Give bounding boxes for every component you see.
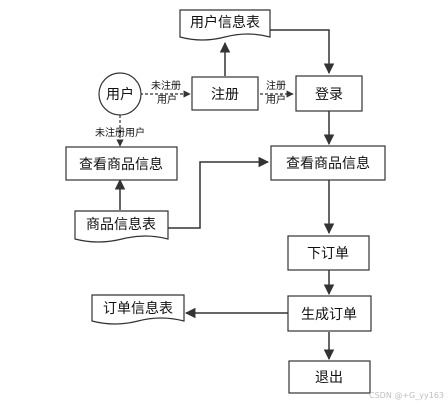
node-view-goods-left: 查看商品信息 [65, 146, 178, 181]
edge-label-unregistered-user-down: 未注册用户 [95, 126, 145, 139]
node-create-order-label: 生成订单 [301, 307, 357, 323]
node-exit: 退出 [288, 360, 371, 394]
document-shape [91, 294, 185, 325]
edge-goods-table-to-view-goods-main [168, 156, 270, 229]
circle-shape [98, 72, 142, 116]
node-place-order: 下订单 [287, 235, 370, 271]
watermark-text: CSDN @+G_yy163 [369, 391, 444, 400]
node-view-goods-left-label: 查看商品信息 [79, 156, 163, 173]
node-user-table-label: 用户信息表 [190, 14, 260, 31]
rect-shape [287, 295, 372, 332]
node-view-goods-main: 查看商品信息 [270, 145, 386, 181]
node-register-label: 注册 [211, 87, 239, 103]
node-login-label: 登录 [315, 87, 343, 103]
rect-shape [288, 360, 371, 394]
document-shape [179, 9, 271, 41]
edge-label-registered: 注册 [266, 79, 286, 92]
node-user-label: 用户 [106, 86, 134, 103]
node-exit-label: 退出 [315, 370, 343, 386]
node-user-table: 用户信息表 [179, 9, 271, 41]
rect-shape [65, 146, 178, 181]
node-place-order-label: 下订单 [307, 246, 349, 262]
node-order-table-label: 订单信息表 [103, 300, 173, 317]
rect-shape [191, 76, 259, 111]
rect-shape [270, 145, 386, 181]
rect-shape [295, 75, 363, 112]
edge-user-table-to-login [270, 29, 335, 75]
edge-label-registered-user: 用户 [266, 93, 286, 106]
edge-label-unregistered: 未注册 [151, 79, 181, 92]
node-goods-table-label: 商品信息表 [86, 216, 156, 233]
node-user: 用户 [98, 72, 142, 116]
rect-shape [287, 235, 370, 271]
node-login: 登录 [295, 75, 363, 112]
edge-label-unregistered-user: 用户 [157, 93, 177, 106]
node-view-goods-main-label: 查看商品信息 [286, 155, 370, 172]
node-order-table: 订单信息表 [91, 294, 185, 325]
node-create-order: 生成订单 [287, 295, 372, 332]
node-register: 注册 [191, 76, 259, 111]
node-goods-table: 商品信息表 [74, 210, 169, 243]
document-shape [74, 210, 169, 243]
